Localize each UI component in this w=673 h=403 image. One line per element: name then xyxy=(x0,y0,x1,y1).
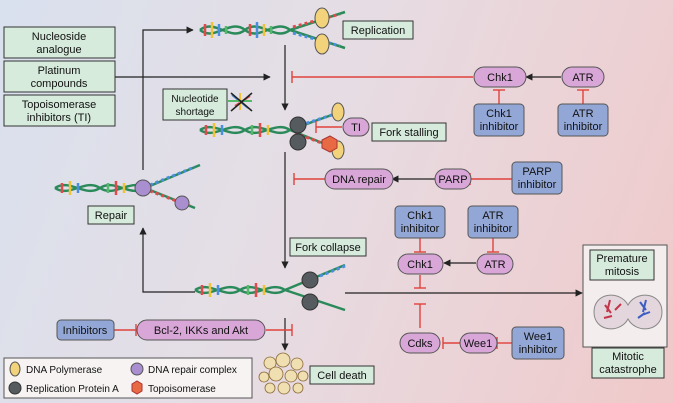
svg-text:Mitotic: Mitotic xyxy=(612,351,644,363)
svg-text:inhibitor: inhibitor xyxy=(474,223,513,235)
dna-polymerase-marker xyxy=(314,7,330,29)
rpa-legend-icon xyxy=(8,381,22,395)
svg-text:DNA Polymerase: DNA Polymerase xyxy=(26,365,103,376)
svg-text:inhibitor: inhibitor xyxy=(480,121,519,133)
replication-label: Replication xyxy=(342,20,414,40)
svg-text:inhibitor: inhibitor xyxy=(519,344,558,356)
svg-text:TI: TI xyxy=(351,122,361,134)
repair-complex-marker xyxy=(134,179,152,197)
rpa-marker xyxy=(289,133,307,151)
mitotic-catastrophe-label: Mitotic catastrophe xyxy=(591,347,665,379)
atr-inhibitor-mid: ATR inhibitor xyxy=(467,205,519,239)
svg-text:Cdks: Cdks xyxy=(407,338,433,350)
topoisomerase-inhibitors-box: Topoisomerase inhibitors (TI) xyxy=(3,94,116,127)
svg-text:catastrophe: catastrophe xyxy=(599,364,656,376)
nucleotide-shortage-label: Nucleotide shortage xyxy=(162,88,228,121)
mitosis-panel: Premature mitosis xyxy=(582,244,668,348)
rpa-marker xyxy=(301,293,319,311)
dna-polymerase-marker xyxy=(331,102,345,122)
svg-text:Topoisomerase: Topoisomerase xyxy=(22,99,97,111)
ti-node: TI xyxy=(342,117,370,137)
bcl2-node: Bcl-2, IKKs and Akt xyxy=(136,319,266,341)
wee1-node: Wee1 xyxy=(459,332,498,354)
svg-text:ATR: ATR xyxy=(482,210,503,222)
atr-inhibitor-top: ATR inhibitor xyxy=(557,103,609,137)
svg-text:Replication Protein A: Replication Protein A xyxy=(26,384,119,395)
svg-text:PARP: PARP xyxy=(438,174,467,186)
chk1-node-mid: Chk1 xyxy=(397,253,444,275)
svg-text:compounds: compounds xyxy=(31,78,88,90)
svg-text:Wee1: Wee1 xyxy=(464,338,493,350)
svg-text:inhibitor: inhibitor xyxy=(401,223,440,235)
fork-collapse-label: Fork collapse xyxy=(289,237,367,257)
rpa-marker xyxy=(289,116,307,134)
svg-text:Platinum: Platinum xyxy=(38,65,81,77)
svg-text:Premature: Premature xyxy=(596,253,647,265)
polymerase-legend-icon xyxy=(9,361,21,377)
svg-text:ATR: ATR xyxy=(572,108,593,120)
svg-text:inhibitor: inhibitor xyxy=(564,121,603,133)
rpa-marker xyxy=(301,271,319,289)
parp-node: PARP xyxy=(434,168,472,190)
svg-text:Bcl-2, IKKs and Akt: Bcl-2, IKKs and Akt xyxy=(154,325,248,337)
svg-text:ATR: ATR xyxy=(572,72,593,84)
inhibitors-box: Inhibitors xyxy=(56,319,115,341)
chk1-node-top: Chk1 xyxy=(473,66,527,88)
cell-death-label: Cell death xyxy=(309,365,375,385)
fork-stalling-label: Fork stalling xyxy=(371,122,447,142)
svg-text:analogue: analogue xyxy=(36,44,81,56)
svg-text:Topoisomerase: Topoisomerase xyxy=(148,384,216,395)
svg-text:Chk1: Chk1 xyxy=(487,72,513,84)
repair-complex-marker xyxy=(174,195,190,211)
dividing-cell-icon xyxy=(593,294,663,330)
wee1-inhibitor: Wee1 inhibitor xyxy=(511,326,565,360)
svg-text:Repair: Repair xyxy=(95,210,128,222)
svg-text:ATR: ATR xyxy=(484,259,505,271)
svg-text:Wee1: Wee1 xyxy=(524,331,553,343)
svg-text:shortage: shortage xyxy=(176,107,215,118)
atr-node-top: ATR xyxy=(561,66,605,88)
repair-label: Repair xyxy=(87,205,135,225)
dna-polymerase-marker xyxy=(314,33,330,55)
platinum-compounds-box: Platinum compounds xyxy=(3,60,116,93)
atr-node-mid: ATR xyxy=(476,253,514,275)
svg-text:Nucleoside: Nucleoside xyxy=(32,31,86,43)
svg-text:Chk1: Chk1 xyxy=(407,259,433,271)
svg-text:Chk1: Chk1 xyxy=(486,108,512,120)
chk1-inhibitor-mid: Chk1 inhibitor xyxy=(394,205,446,239)
svg-text:Replication: Replication xyxy=(351,25,405,37)
topoisomerase-legend-icon xyxy=(131,380,143,395)
nucleotide-shortage-icon xyxy=(228,92,253,112)
dna-repair-node: DNA repair xyxy=(324,168,394,190)
svg-text:Nucleotide: Nucleotide xyxy=(171,94,219,105)
svg-text:inhibitors (TI): inhibitors (TI) xyxy=(27,112,91,124)
cdks-node: Cdks xyxy=(399,332,441,354)
svg-text:mitosis: mitosis xyxy=(605,266,640,278)
topoisomerase-marker xyxy=(321,135,338,153)
svg-text:PARP: PARP xyxy=(522,166,551,178)
dna-helix-fork-collapse xyxy=(194,263,346,312)
parp-inhibitor: PARP inhibitor xyxy=(511,161,563,195)
svg-text:Inhibitors: Inhibitors xyxy=(63,325,108,337)
svg-text:Chk1: Chk1 xyxy=(407,210,433,222)
svg-text:Fork collapse: Fork collapse xyxy=(295,242,360,254)
repair-complex-legend-icon xyxy=(130,362,144,376)
dna-helix-repair xyxy=(54,163,201,210)
cell-death-icon xyxy=(258,352,309,395)
svg-text:DNA repair complex: DNA repair complex xyxy=(148,365,237,376)
svg-text:DNA repair: DNA repair xyxy=(332,174,386,186)
svg-text:inhibitor: inhibitor xyxy=(518,179,557,191)
svg-text:Cell death: Cell death xyxy=(317,370,367,382)
svg-text:Fork stalling: Fork stalling xyxy=(379,127,438,139)
nucleoside-analogue-box: Nucleoside analogue xyxy=(3,26,116,59)
legend: DNA Polymerase DNA repair complex Replic… xyxy=(3,357,253,399)
chk1-inhibitor-top: Chk1 inhibitor xyxy=(473,103,525,137)
